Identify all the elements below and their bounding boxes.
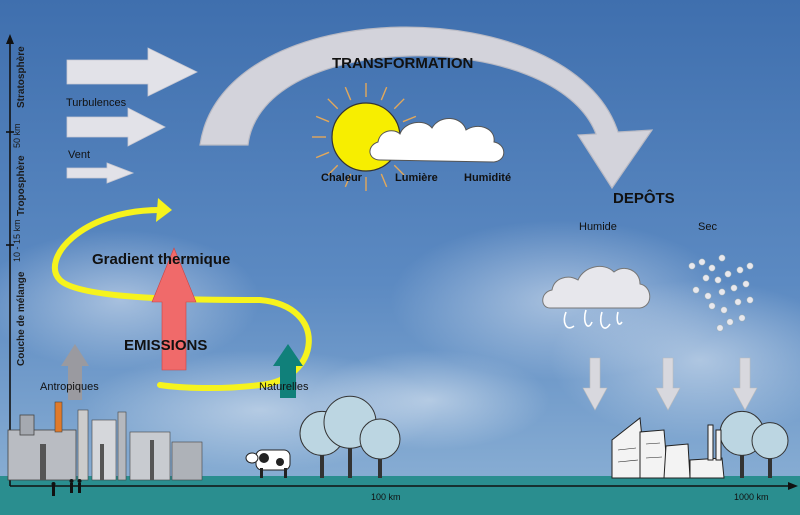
sun-ray (315, 115, 330, 123)
cloud-icon (369, 118, 505, 163)
sun-ray (380, 86, 388, 101)
trees (299, 395, 789, 478)
cow-icon (245, 449, 291, 478)
dry-particle (726, 318, 734, 326)
transport-arc-arrow (199, 26, 654, 190)
deposits-title: DEPÔTS (613, 190, 675, 207)
anthropic-label: Antropiques (40, 381, 99, 393)
natural-label: Naturelles (259, 381, 309, 393)
dry-particle (718, 288, 726, 296)
dry-particle (736, 266, 744, 274)
dry-particle (724, 270, 732, 278)
emission-arrows (61, 247, 303, 400)
dry-particle (746, 262, 754, 270)
humidity-label: Humidité (464, 172, 512, 184)
dry-label: Sec (698, 221, 717, 233)
dry-particle (734, 298, 742, 306)
emissions-label: EMISSIONS (124, 337, 208, 354)
light-label: Lumière (395, 172, 438, 184)
thermal-gradient-label: Gradient thermique (92, 251, 231, 268)
rain-cloud-icon (542, 265, 651, 329)
distance-1000km-label: 1000 km (734, 492, 769, 502)
thermal-gradient-loop (52, 207, 312, 392)
dry-particle (692, 286, 700, 294)
tree-icon (359, 418, 401, 478)
thermal-gradient-arrowhead (156, 198, 172, 222)
ground (0, 476, 800, 515)
dry-particles (688, 254, 754, 332)
dry-particle (714, 276, 722, 284)
wind-label: Vent (68, 149, 91, 161)
dry-particle (716, 324, 724, 332)
heat-label: Chaleur (321, 172, 362, 184)
stratosphere-label: Stratosphère (16, 46, 27, 108)
dry-particle (708, 302, 716, 310)
dry-particle (742, 280, 750, 288)
dry-particle (698, 258, 706, 266)
dry-particle (704, 292, 712, 300)
deposition-arrows (582, 357, 758, 411)
dry-particle (738, 314, 746, 322)
dry-particle (688, 262, 696, 270)
wind-arrows (66, 47, 198, 184)
sun-ray (393, 98, 405, 110)
dry-particle (730, 284, 738, 292)
sun-ray (380, 173, 388, 188)
mixing-layer-label: Couche de mélange (16, 271, 27, 366)
factory-skyline (7, 401, 203, 481)
transformation-title: TRANSFORMATION (332, 55, 474, 72)
altitude-50km-label: 50 km (12, 123, 22, 148)
troposphere-label: Troposphère (16, 155, 27, 216)
altitude-10-15km-label: 10 - 15 km (12, 219, 22, 262)
people-icon (51, 479, 82, 496)
dry-particle (708, 264, 716, 272)
dry-particle (746, 296, 754, 304)
dry-particle (702, 274, 710, 282)
town-skyline (611, 417, 725, 479)
sun-ray (402, 115, 417, 123)
tree-icon (751, 422, 789, 478)
turbulences-label: Turbulences (66, 97, 127, 109)
sun-ray (344, 86, 352, 101)
axes (6, 34, 798, 490)
sun-ray (327, 98, 339, 110)
sun-ray (315, 151, 330, 159)
dry-particle (720, 306, 728, 314)
sun-ray (344, 173, 352, 188)
sun-ray (393, 164, 405, 176)
wet-label: Humide (579, 221, 617, 233)
distance-100km-label: 100 km (371, 492, 401, 502)
dry-particle (718, 254, 726, 262)
sun-ray (327, 164, 339, 176)
